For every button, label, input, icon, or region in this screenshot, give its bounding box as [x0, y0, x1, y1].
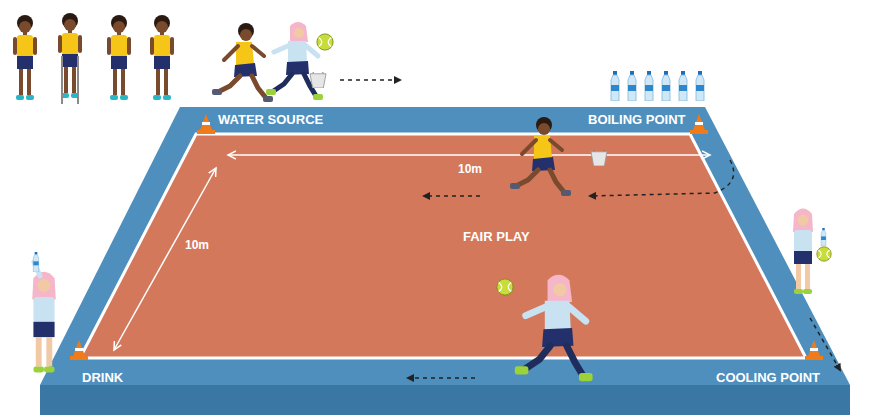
movement-arrow [340, 79, 400, 81]
station-label: BOILING POINT [588, 113, 686, 126]
cone [197, 114, 215, 134]
waiting-child [150, 15, 174, 100]
dimension-line [228, 154, 710, 156]
dimension-label: 10m [458, 163, 482, 175]
station-label: WATER SOURCE [218, 113, 323, 126]
bucket [310, 70, 326, 88]
waiting-child [107, 15, 131, 100]
movement-arrow [590, 160, 734, 196]
waiting-child [13, 15, 37, 100]
movement-arrow [810, 318, 840, 370]
tennis-ball [497, 279, 513, 295]
water-bottle [611, 71, 619, 101]
cone [70, 340, 88, 360]
cone [690, 114, 708, 134]
station-label: DRINK [82, 371, 123, 384]
water-bottle [696, 71, 704, 101]
station-label: COOLING POINT [716, 371, 820, 384]
bucket [591, 148, 607, 166]
drinking-child [32, 272, 56, 373]
running-child [212, 23, 273, 102]
running-child [510, 117, 571, 196]
court-label: FAIR PLAY [463, 230, 530, 243]
court-surface [80, 134, 806, 358]
movement-arrow [408, 377, 475, 379]
water-bottle [628, 71, 636, 101]
water-bottle [645, 71, 653, 101]
water-bottle [33, 252, 38, 272]
dimension-label: 10m [185, 239, 209, 251]
platform-side [40, 385, 850, 415]
water-bottle [662, 71, 670, 101]
water-bottle [679, 71, 687, 101]
running-child [266, 22, 323, 100]
movement-arrow [424, 195, 480, 197]
crutch [61, 56, 63, 104]
water-bottle [821, 228, 826, 246]
running-child [515, 275, 593, 382]
tennis-ball [317, 34, 333, 50]
crutch [77, 56, 79, 104]
platform-top [40, 107, 850, 385]
dimension-line [114, 168, 216, 350]
tennis-ball [817, 247, 831, 261]
child-with-bottle [793, 209, 813, 295]
cone [805, 340, 823, 360]
